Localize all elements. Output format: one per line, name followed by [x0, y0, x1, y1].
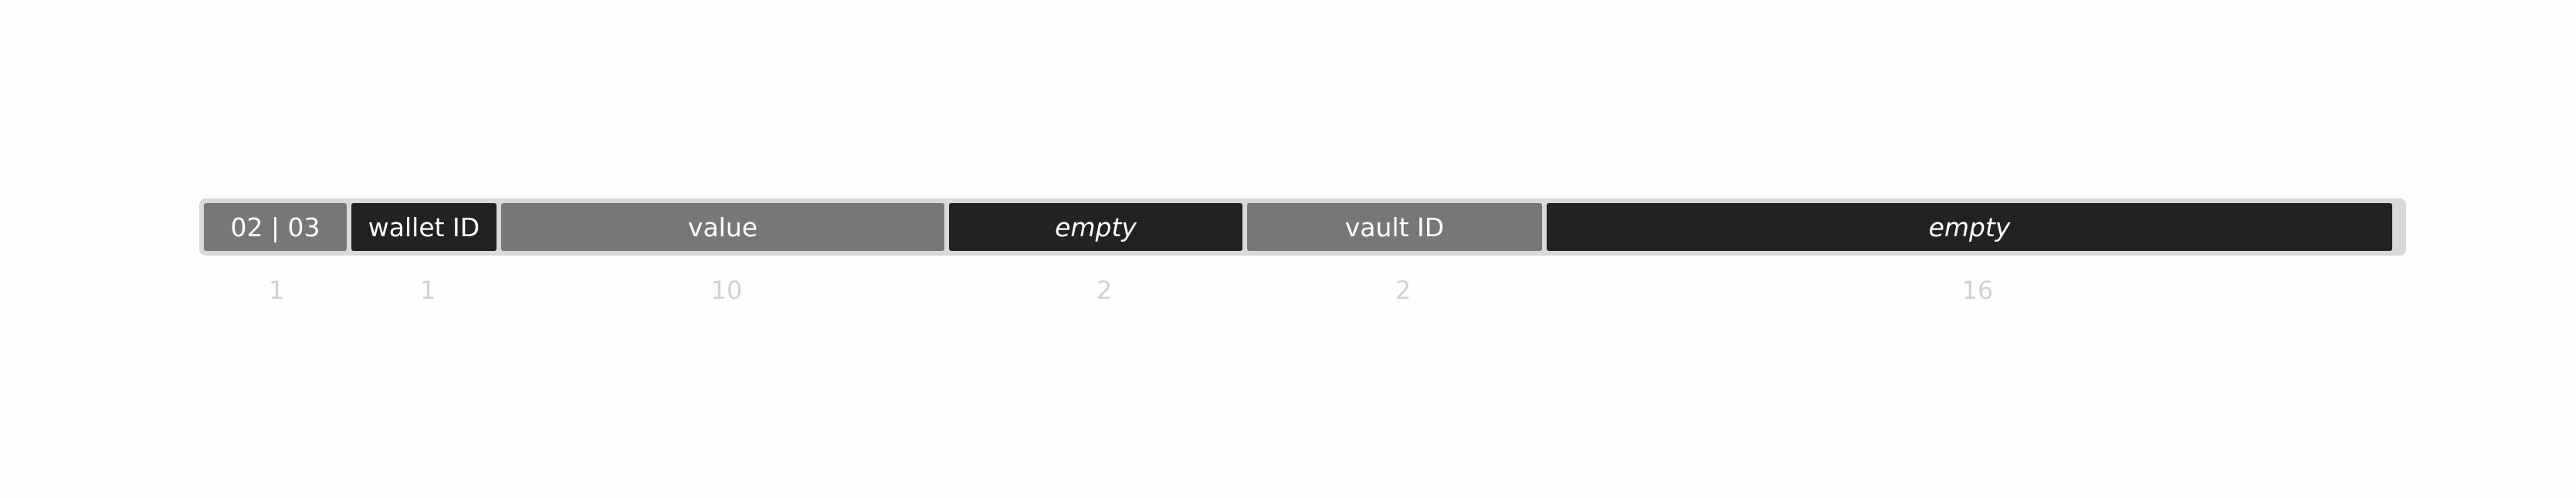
segment-wallet-id: wallet ID	[351, 203, 497, 251]
segment-empty-2-label: empty	[1928, 212, 2011, 242]
segment-size-empty-1: 2	[1096, 276, 1113, 305]
segment-size-empty-2: 16	[1961, 276, 1994, 305]
segment-value-label: value	[687, 212, 758, 242]
field-layout-diagram: 02 | 03 wallet ID value empty vault ID e…	[199, 198, 2406, 256]
segment-vault-id: vault ID	[1247, 203, 1542, 251]
segment-vault-id-label: vault ID	[1344, 212, 1445, 242]
segment-size-wallet-id: 1	[419, 276, 436, 305]
segment-version-label: 02 | 03	[230, 212, 320, 242]
segment-empty-1-label: empty	[1055, 212, 1137, 242]
segment-value: value	[501, 203, 944, 251]
segment-empty-2: empty	[1547, 203, 2392, 251]
segment-version: 02 | 03	[204, 203, 347, 251]
segment-empty-1: empty	[949, 203, 1242, 251]
segment-size-vault-id: 2	[1395, 276, 1412, 305]
segment-size-version: 1	[268, 276, 285, 305]
segment-sizes-row: 1 1 10 2 2 16	[0, 276, 2576, 313]
segment-wallet-id-label: wallet ID	[368, 212, 480, 242]
segment-size-value: 10	[710, 276, 743, 305]
